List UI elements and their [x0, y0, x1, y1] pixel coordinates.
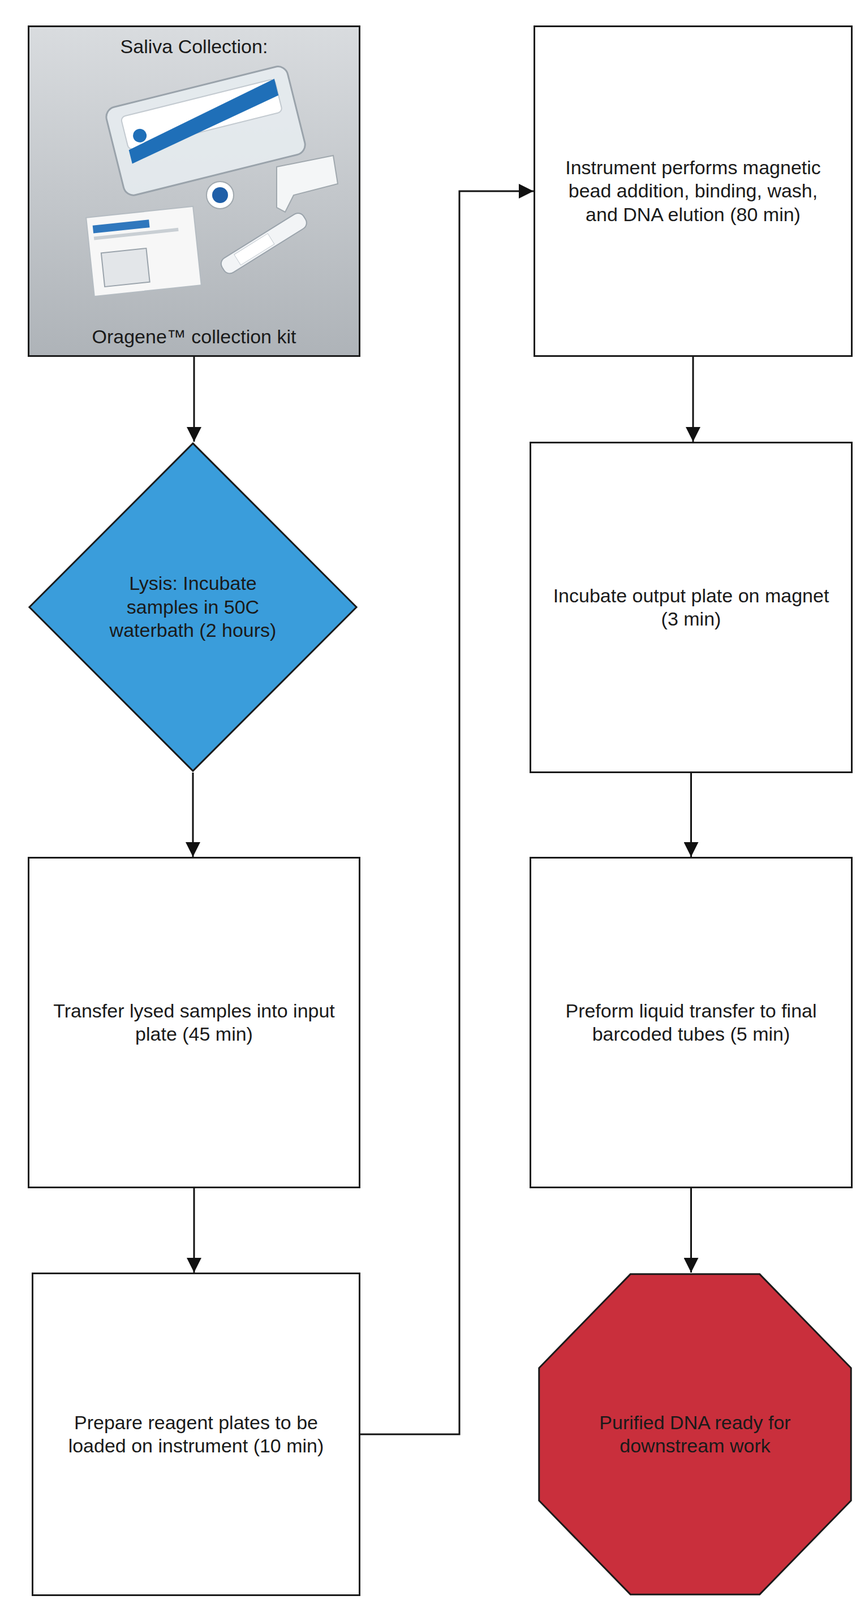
flow-arrow	[360, 191, 534, 1435]
kit-photo	[27, 25, 361, 357]
octagon-fill	[539, 1274, 851, 1595]
node-label: Lysis: Incubate samples in 50C waterbath…	[99, 571, 287, 643]
process-box: Prepare reagent plates to be loaded on i…	[31, 1272, 361, 1597]
photo-box: Saliva Collection: Oragene™ collection ki…	[27, 25, 361, 357]
blue-cap	[206, 181, 234, 209]
collection-tube	[218, 210, 309, 277]
decision-diamond: Lysis: Incubate samples in 50C waterbath…	[27, 441, 359, 773]
photo-caption: Oragene™ collection kit	[92, 325, 297, 349]
flow-arrow	[690, 773, 692, 858]
flow-arrow	[192, 772, 195, 858]
node-label: Incubate output plate on magnet (3 min)	[547, 584, 836, 632]
node-label: Preform liquid transfer to final barcode…	[547, 999, 836, 1047]
box-heading: Saliva Collection:	[120, 35, 269, 59]
instruction-card	[85, 206, 202, 297]
node-label: Purified DNA ready for downstream work	[587, 1411, 803, 1459]
flow-arrow	[690, 1188, 692, 1273]
diamond-fill	[29, 443, 357, 772]
funnel	[276, 155, 338, 213]
flow-arrow	[193, 356, 196, 442]
process-box: Preform liquid transfer to final barcode…	[529, 857, 853, 1189]
node-label: Instrument performs magnetic bead additi…	[551, 156, 836, 227]
node-label: Prepare reagent plates to be loaded on i…	[49, 1411, 343, 1459]
process-box: Instrument performs magnetic bead additi…	[533, 25, 853, 357]
node-label: Transfer lysed samples into input plate …	[45, 999, 343, 1047]
flow-arrow	[193, 1188, 196, 1273]
process-box: Incubate output plate on magnet (3 min)	[529, 441, 853, 774]
terminal-octagon: Purified DNA ready for downstream work	[537, 1272, 853, 1597]
octagon-outline	[537, 1272, 853, 1597]
flow-arrow	[692, 356, 695, 442]
process-box: Transfer lysed samples into input plate …	[27, 857, 361, 1189]
photo-ground	[27, 25, 361, 357]
